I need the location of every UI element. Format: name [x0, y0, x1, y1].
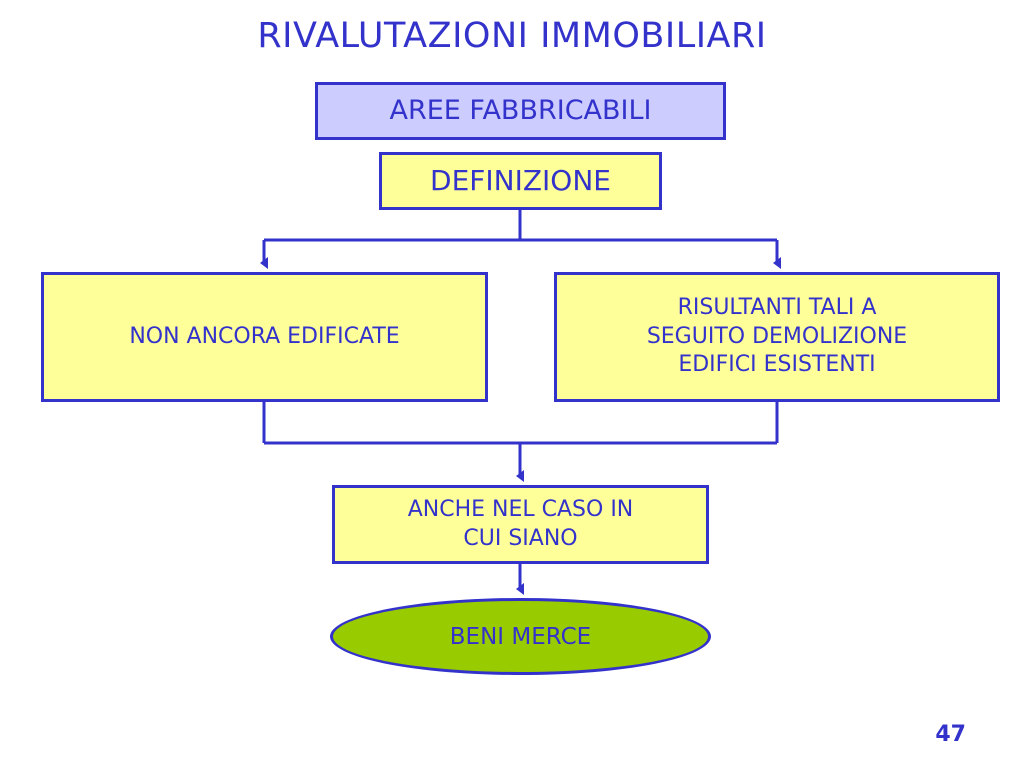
merge-box: ANCHE NEL CASO IN CUI SIANO — [332, 485, 709, 564]
header-box-label: AREE FABBRICABILI — [389, 95, 652, 127]
right-branch-line: EDIFICI ESISTENTI — [678, 352, 876, 378]
result-ellipse-label: BENI MERCE — [449, 623, 592, 650]
merge-box-line: CUI SIANO — [463, 525, 578, 551]
header-box: AREE FABBRICABILI — [315, 82, 726, 140]
right-branch-box: RISULTANTI TALI A SEGUITO DEMOLIZIONE ED… — [554, 272, 1000, 402]
merge-box-line: ANCHE NEL CASO IN — [407, 496, 634, 522]
right-branch-line: SEGUITO DEMOLIZIONE — [646, 323, 908, 349]
page-number: 47 — [935, 722, 966, 747]
result-ellipse: BENI MERCE — [330, 598, 711, 675]
definition-box-label: DEFINIZIONE — [430, 163, 611, 197]
definition-box: DEFINIZIONE — [379, 152, 662, 210]
right-branch-line: RISULTANTI TALI A — [677, 295, 877, 321]
left-branch-label: NON ANCORA EDIFICATE — [129, 323, 400, 349]
left-branch-box: NON ANCORA EDIFICATE — [41, 272, 488, 402]
slide-title: RIVALUTAZIONI IMMOBILIARI — [257, 16, 767, 56]
